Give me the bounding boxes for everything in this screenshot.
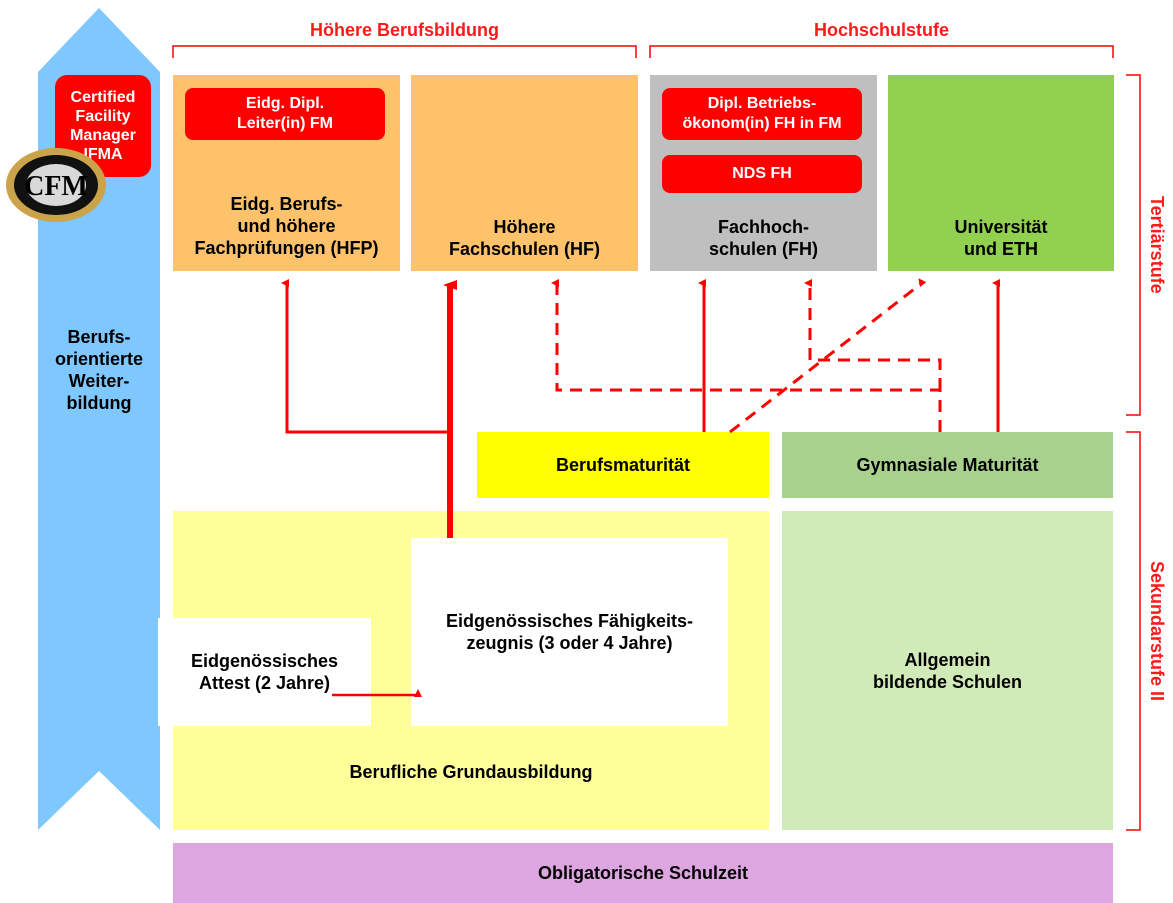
dashed-gm-to-hf	[551, 279, 942, 432]
cfm-ifma-logo-icon: CFM	[6, 148, 106, 222]
box-berufliche-grundausbildung: Eidgenössisches Attest (2 Jahre) Eidgenö…	[158, 511, 769, 830]
label-hf: Höhere Fachschulen (HF)	[448, 217, 600, 259]
bracket-tertiaerstufe	[1126, 74, 1141, 416]
box-attest: Eidgenössisches Attest (2 Jahre)	[158, 618, 371, 726]
box-hfp: Eidg. Dipl. Leiter(in) FM Eidg. Berufs- …	[173, 75, 400, 271]
badge-leiter-fm: Eidg. Dipl. Leiter(in) FM	[185, 88, 385, 140]
dashed-gm-to-fh	[804, 279, 942, 390]
badge-nds-fh: NDS FH	[662, 155, 862, 193]
arrow-to-hfp	[281, 279, 450, 434]
box-uni: Universität und ETH	[888, 75, 1114, 271]
bracket-sekundarstufe	[1126, 431, 1141, 831]
box-gymnasiale-maturitaet: Gymnasiale Maturität	[782, 432, 1113, 498]
box-hf: Höhere Fachschulen (HF)	[411, 75, 638, 271]
header-hochschulstufe: Hochschulstufe	[813, 20, 950, 40]
box-fh: Dipl. Betriebs- ökonom(in) FH in FM NDS …	[650, 75, 877, 271]
box-obligatorische-schulzeit: Obligatorische Schulzeit	[173, 843, 1113, 903]
svg-text:CFM: CFM	[24, 171, 88, 202]
label-grundausbildung: Berufliche Grundausbildung	[349, 762, 593, 782]
badge-betriebsoekonom: Dipl. Betriebs- ökonom(in) FH in FM	[662, 88, 862, 140]
label-uni: Universität und ETH	[954, 217, 1048, 259]
bracket-hoehere-berufsbildung	[172, 45, 637, 58]
dashed-bm-to-uni	[729, 278, 927, 434]
box-allgemeinbildende-schulen: Allgemein bildende Schulen	[782, 511, 1113, 830]
bracket-hochschulstufe	[649, 45, 1114, 58]
label-hfp: Eidg. Berufs- und höhere Fachprüfungen (…	[194, 194, 379, 258]
label-tertiaerstufe: Tertiärstufe	[1147, 196, 1167, 294]
label-sekundarstufe: Sekundarstufe II	[1147, 560, 1167, 702]
label-fh: Fachhoch- schulen (FH)	[708, 217, 818, 259]
box-efz: Eidgenössisches Fähigkeits- zeugnis (3 o…	[411, 538, 728, 726]
header-hoehere-berufsbildung: Höhere Berufsbildung	[309, 20, 499, 40]
weiterbildung-label: Berufs- orientierte Weiter- bildung	[54, 327, 144, 413]
box-berufsmaturitaet: Berufsmaturität	[477, 432, 769, 498]
